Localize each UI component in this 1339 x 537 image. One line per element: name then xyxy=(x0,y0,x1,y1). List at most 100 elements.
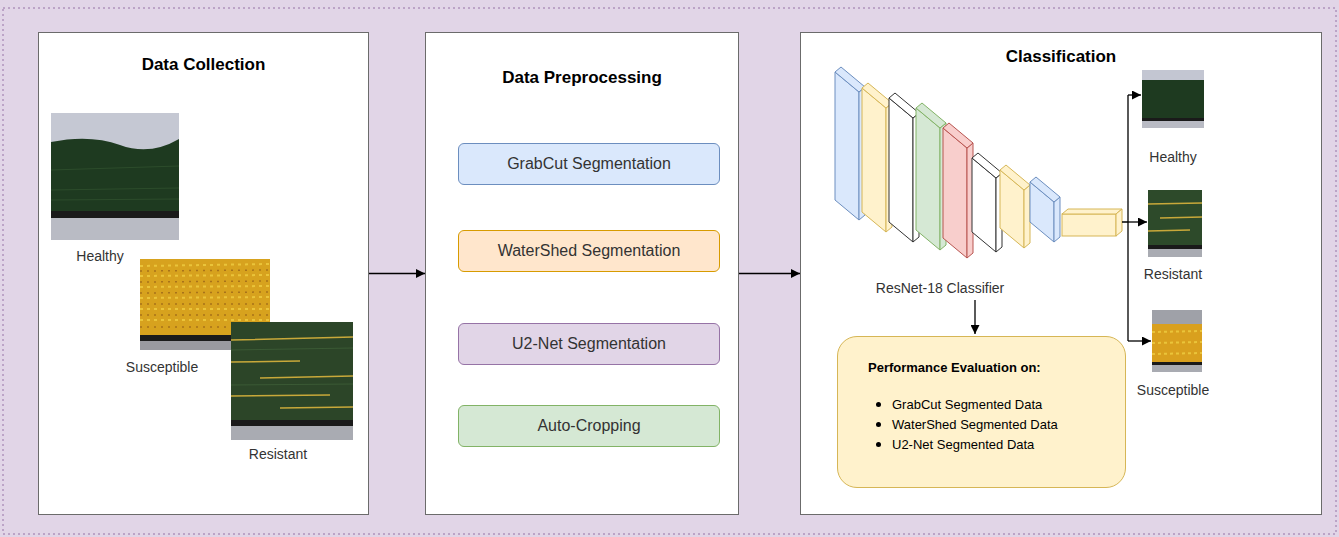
output-arrow xyxy=(1128,221,1147,222)
layer-face xyxy=(1062,214,1116,236)
stage-panel: ClassificationPerformance Evaluation on:… xyxy=(800,32,1322,515)
bullet-item: GrabCut Segmented Data xyxy=(876,396,1105,413)
evaluation-heading: Performance Evaluation on: xyxy=(868,360,1041,375)
bullet-dot xyxy=(876,402,881,407)
image-ground xyxy=(1142,121,1204,128)
layer-side xyxy=(1054,197,1060,242)
rust-pustules xyxy=(140,264,270,320)
panel-title: Data Collection xyxy=(39,55,368,75)
layer-top xyxy=(943,123,973,148)
panel-fill xyxy=(425,32,739,515)
leaf-class-label: Resistant xyxy=(249,446,307,462)
layer-face xyxy=(943,128,967,258)
leaf-vein xyxy=(51,166,179,200)
layer-top xyxy=(835,67,865,92)
evaluation-heading-row: Performance Evaluation on: xyxy=(868,359,1105,376)
resistant-leaf-image xyxy=(231,322,353,440)
rust-pustules xyxy=(1152,331,1202,354)
layer-top xyxy=(916,103,946,128)
layer-top xyxy=(1000,165,1030,190)
layer-block xyxy=(1000,165,1030,248)
healthy-output-image xyxy=(1142,70,1204,128)
leaf-edge xyxy=(1148,245,1202,249)
susceptible-output-image xyxy=(1152,310,1202,372)
layer-side xyxy=(1024,185,1030,248)
layer-block xyxy=(972,153,1002,252)
model-label: ResNet-18 Classifier xyxy=(876,280,1004,296)
leaf-class-label: Susceptible xyxy=(126,359,198,375)
layer-top xyxy=(1030,177,1060,202)
image-ground xyxy=(231,426,353,440)
image-ground xyxy=(51,113,179,240)
leaf xyxy=(231,322,353,420)
branch-line xyxy=(1122,95,1128,341)
flow-arrow xyxy=(739,273,800,274)
fc-layer xyxy=(1062,209,1122,236)
bullet-dot xyxy=(876,422,881,427)
process-box: GrabCut Segmentation xyxy=(458,143,720,185)
layer-top xyxy=(1062,209,1122,214)
leaf-edge xyxy=(1142,118,1204,121)
panel-fill xyxy=(38,32,369,515)
image-ground xyxy=(1152,310,1202,324)
leaf-edge xyxy=(1152,362,1202,365)
panel-fill xyxy=(800,32,1322,515)
leaf-edge xyxy=(231,420,353,426)
layer-top xyxy=(972,153,1002,178)
evaluation-item: U2-Net Segmented Data xyxy=(892,437,1034,452)
layer-block xyxy=(862,83,892,232)
leaf xyxy=(1142,80,1204,118)
stage-panel: Data PreprocessingGrabCut SegmentationWa… xyxy=(425,32,739,515)
panel-title: Classification xyxy=(801,47,1321,67)
process-label: GrabCut Segmentation xyxy=(507,155,671,173)
process-label: Auto-Cropping xyxy=(537,417,640,435)
image-ground xyxy=(51,218,179,240)
evaluation-box: Performance Evaluation on: GrabCut Segmen… xyxy=(837,336,1126,488)
layer-block xyxy=(916,103,946,250)
healthy-leaf-image xyxy=(51,113,179,240)
resistant-output-image xyxy=(1148,190,1202,257)
dotted-frame xyxy=(3,8,1336,534)
bullet-dot xyxy=(876,442,881,447)
layer-top xyxy=(889,93,919,118)
stage-panel: Data Collection xyxy=(38,32,369,515)
leaf-edge xyxy=(51,211,179,218)
layer-block xyxy=(835,67,865,220)
image-ground xyxy=(1142,70,1204,80)
layer-face xyxy=(835,72,859,220)
layer-top xyxy=(862,83,892,108)
image-ground xyxy=(1148,249,1202,257)
flow-arrow xyxy=(369,273,425,274)
leaf xyxy=(1148,190,1202,245)
leaf-vein xyxy=(231,348,353,385)
leaf xyxy=(51,139,179,212)
evaluation-arrow xyxy=(974,300,975,334)
bullet-item: WaterShed Segmented Data xyxy=(876,416,1105,433)
rust-pustules xyxy=(140,270,270,327)
output-class-label: Healthy xyxy=(1149,149,1196,165)
output-class-label: Resistant xyxy=(1144,266,1202,282)
process-label: WaterShed Segmentation xyxy=(498,242,681,260)
resnet-illustration xyxy=(835,67,1151,341)
bullet-item: U2-Net Segmented Data xyxy=(876,436,1105,453)
leaf-class-label: Healthy xyxy=(76,248,123,264)
rust-streak xyxy=(1148,203,1202,231)
process-label: U2-Net Segmentation xyxy=(512,335,666,353)
output-class-label: Susceptible xyxy=(1137,382,1209,398)
image-ground xyxy=(1152,365,1202,372)
process-box: WaterShed Segmentation xyxy=(458,230,720,272)
process-box: U2-Net Segmentation xyxy=(458,323,720,365)
layer-block xyxy=(889,93,919,242)
layer-side xyxy=(1116,209,1122,236)
evaluation-item: GrabCut Segmented Data xyxy=(892,397,1042,412)
layer-block xyxy=(943,123,973,258)
evaluation-item: WaterShed Segmented Data xyxy=(892,417,1058,432)
rust-streak xyxy=(231,337,353,408)
output-arrow xyxy=(1128,340,1151,341)
layer-block xyxy=(1030,177,1060,242)
layer-face xyxy=(889,98,913,242)
panel-title: Data Preprocessing xyxy=(426,68,738,88)
output-arrow xyxy=(1128,94,1141,95)
